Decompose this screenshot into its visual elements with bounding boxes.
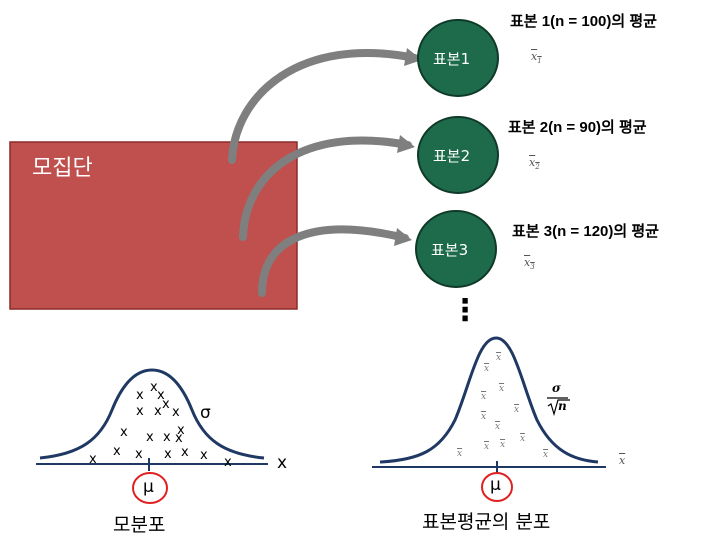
sample-mean-2: x2 xyxy=(529,156,540,172)
sampling-curve xyxy=(379,336,599,464)
sampling-marker: x xyxy=(496,353,502,363)
population-dist-caption: 모분포 xyxy=(113,514,166,536)
arrow-to-sample-3 xyxy=(258,225,409,297)
sampling-axis-label: x xyxy=(619,454,626,467)
population-marker: x xyxy=(135,447,143,462)
population-marker: x xyxy=(150,380,158,395)
population-marker: x xyxy=(175,431,183,446)
population-marker: x xyxy=(157,388,165,403)
population-marker: x xyxy=(89,452,97,467)
sampling-marker: x xyxy=(481,412,487,422)
arrow-head-3 xyxy=(394,228,412,246)
sampling-marker: x xyxy=(484,442,490,452)
population-mu: μ xyxy=(143,477,154,497)
sample-circle-3 xyxy=(415,210,497,288)
population-marker: x xyxy=(200,448,208,463)
population-curve xyxy=(39,368,265,460)
population-marker: x xyxy=(154,404,162,419)
sampling-dist-caption: 표본평균의 분포 xyxy=(422,511,551,533)
population-marker: x xyxy=(224,455,232,470)
population-marker: x xyxy=(136,388,144,403)
population-mu-circle xyxy=(132,472,168,504)
population-marker: x xyxy=(120,425,128,440)
sample-circle-label-3: 표본3 xyxy=(431,241,469,259)
sample-mean-3: x3 xyxy=(524,256,535,272)
sampling-marker: x xyxy=(520,434,526,444)
population-label: 모집단 xyxy=(32,156,93,181)
sample-title-3: 표본 3(n = 120)의 평균 xyxy=(512,223,659,240)
sampling-marker: x xyxy=(481,392,487,402)
sqrt-sign xyxy=(547,399,570,417)
population-marker: x xyxy=(177,423,185,438)
population-marker: x xyxy=(164,447,172,462)
sample-circle-label-1: 표본1 xyxy=(433,50,471,68)
population-sigma: σ xyxy=(200,403,211,423)
sampling-marker: x xyxy=(500,440,506,450)
population-rect xyxy=(9,141,298,310)
sampling-sigma-den: n xyxy=(558,399,567,413)
sampling-marker: x xyxy=(499,384,505,394)
population-marker: x xyxy=(181,445,189,460)
arrow-to-sample-1 xyxy=(228,49,419,164)
population-axis-label: x xyxy=(277,453,288,473)
sampling-marker: x xyxy=(514,405,520,415)
sampling-sigma-num: σ xyxy=(552,381,561,395)
population-marker: x xyxy=(113,444,121,459)
sample-title-2: 표본 2(n = 90)의 평균 xyxy=(508,119,647,136)
sample-circle-label-2: 표본2 xyxy=(433,147,471,165)
sample-circle-2 xyxy=(417,116,499,194)
population-marker: x xyxy=(163,430,171,445)
sampling-mu-circle xyxy=(481,472,513,502)
sampling-mu: μ xyxy=(490,475,501,495)
sample-title-1: 표본 1(n = 100)의 평균 xyxy=(510,13,657,30)
sample-circle-1 xyxy=(417,19,499,97)
sample-mean-1: x1 xyxy=(531,50,542,66)
population-marker: x xyxy=(162,397,170,412)
arrow-to-sample-2 xyxy=(239,136,412,241)
sampling-marker: x xyxy=(457,449,463,459)
arrow-head-2 xyxy=(397,135,415,153)
sampling-marker: x xyxy=(543,450,549,460)
population-marker: x xyxy=(172,405,180,420)
sampling-marker: x xyxy=(495,422,501,432)
population-marker: x xyxy=(146,430,154,445)
more-samples-ellipsis: ⋮ xyxy=(450,293,480,328)
population-marker: x xyxy=(136,404,144,419)
sampling-marker: x xyxy=(484,364,490,374)
